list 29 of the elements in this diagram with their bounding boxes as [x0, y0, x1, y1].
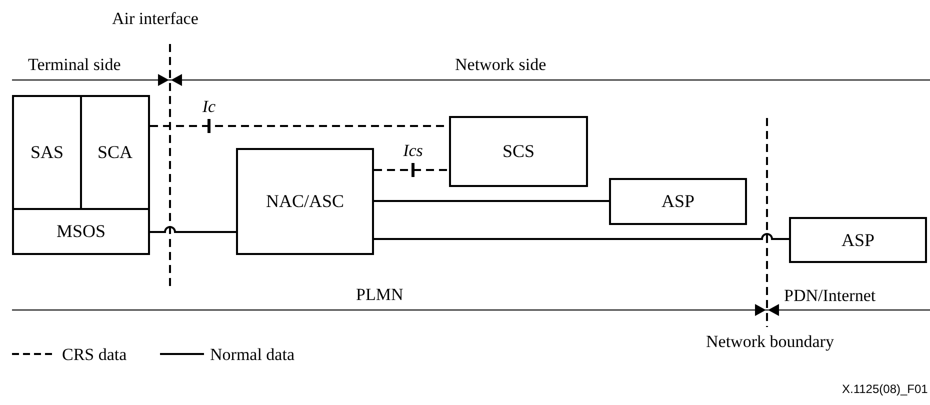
figure-id: X.1125(08)_F01: [842, 383, 928, 395]
region-label: PDN/Internet: [784, 287, 876, 304]
dashed-connector: [374, 169, 449, 171]
component-box: [609, 178, 747, 225]
region-label: Terminal side: [28, 56, 121, 73]
box-label: NAC/ASC: [266, 190, 344, 213]
edge-label: Ic: [202, 98, 216, 115]
region-label: Network side: [455, 56, 546, 73]
box-label: ASP: [841, 228, 875, 252]
box-label: ASP: [661, 190, 695, 213]
edge-label: Ics: [403, 142, 423, 159]
connector: [374, 233, 789, 240]
component-box: [12, 208, 150, 255]
legend-label: CRS data: [62, 346, 127, 363]
legend-label: Normal data: [210, 346, 294, 363]
box-label: MSOS: [56, 220, 106, 243]
component-box: [789, 217, 927, 263]
boundary-label: Network boundary: [706, 333, 834, 350]
component-box: [449, 116, 588, 187]
connector: [150, 226, 236, 233]
component-box: [236, 148, 374, 255]
box-label: SCS: [502, 140, 535, 163]
region-label: PLMN: [356, 286, 404, 303]
interface-label: Air interface: [112, 10, 198, 27]
box-label: SAS: [30, 141, 64, 164]
connector: [374, 200, 609, 202]
box-label: SCA: [97, 141, 132, 164]
component-box: [12, 95, 82, 210]
component-box: [80, 95, 150, 210]
